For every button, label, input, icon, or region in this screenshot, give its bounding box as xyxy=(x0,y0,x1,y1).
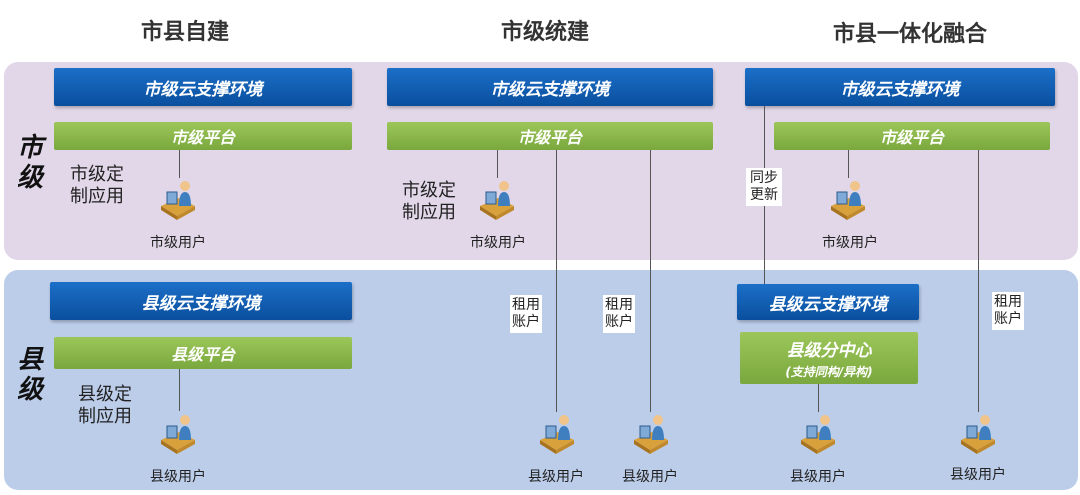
computer-user-icon xyxy=(540,415,574,454)
col2-county-user-icon-1 xyxy=(536,410,576,460)
col3-county-connector xyxy=(818,384,819,412)
col3-city-cloud: 市级云支撑环境 xyxy=(745,68,1055,106)
col2-rent-account-tag-1: 租用账户 xyxy=(510,295,542,333)
col1-county-custom-app: 县级定制应用 xyxy=(78,384,132,427)
col1-county-cloud: 县级云支撑环境 xyxy=(50,282,352,320)
col2-rent-line-2 xyxy=(650,150,651,412)
col1-county-platform: 县级平台 xyxy=(54,337,352,369)
heading-self-build: 市县自建 xyxy=(140,20,229,45)
col1-city-user-label: 市级用户 xyxy=(150,235,206,251)
col3-county-user-icon-1 xyxy=(797,410,837,460)
col2-county-user-icon-2 xyxy=(630,410,670,460)
computer-user-icon xyxy=(161,181,195,220)
computer-user-icon xyxy=(961,415,995,454)
col1-city-custom-app: 市级定制应用 xyxy=(70,164,124,207)
col2-city-user-icon xyxy=(476,176,516,226)
col2-city-cloud: 市级云支撑环境 xyxy=(387,68,713,106)
col1-county-user-icon xyxy=(157,410,197,460)
computer-user-icon xyxy=(634,415,668,454)
col1-city-platform: 市级平台 xyxy=(54,122,352,150)
heading-integration: 市县一体化融合 xyxy=(832,22,987,47)
col1-county-user-label: 县级用户 xyxy=(150,469,206,485)
col3-county-center-title: 县级分中心 xyxy=(786,341,872,361)
col3-county-user-label-1: 县级用户 xyxy=(790,469,846,485)
col2-rent-line-1 xyxy=(556,150,557,412)
computer-user-icon xyxy=(480,181,514,220)
col2-city-platform: 市级平台 xyxy=(387,122,713,150)
col1-city-connector xyxy=(179,150,180,178)
col3-city-platform: 市级平台 xyxy=(774,122,1050,150)
county-level-label: 县级 xyxy=(16,345,43,405)
col3-sync-update-tag: 同步更新 xyxy=(746,168,782,206)
col3-city-connector xyxy=(848,150,849,178)
col3-rent-account-tag: 租用账户 xyxy=(992,292,1024,330)
city-level-label: 市级 xyxy=(16,133,43,193)
col3-county-user-icon-2 xyxy=(957,410,997,460)
col3-county-user-label-2: 县级用户 xyxy=(950,467,1006,483)
col3-rent-line xyxy=(978,150,979,412)
computer-user-icon xyxy=(161,415,195,454)
col2-city-user-label: 市级用户 xyxy=(470,235,526,251)
col1-city-user-icon xyxy=(157,176,197,226)
col1-county-connector xyxy=(179,369,180,411)
heading-unified-build: 市级统建 xyxy=(500,20,589,45)
col1-city-cloud: 市级云支撑环境 xyxy=(54,68,352,106)
col3-city-user-icon xyxy=(827,176,867,226)
col2-county-user-label-2: 县级用户 xyxy=(622,469,678,485)
col2-city-custom-app: 市级定制应用 xyxy=(402,180,456,223)
computer-user-icon xyxy=(831,181,865,220)
col2-city-connector xyxy=(497,150,498,178)
col3-city-user-label: 市级用户 xyxy=(822,235,878,251)
col3-county-center-subtitle: (支持同构/异构) xyxy=(785,365,873,379)
col2-county-user-label-1: 县级用户 xyxy=(528,469,584,485)
col2-rent-account-tag-2: 租用账户 xyxy=(603,295,635,333)
col3-county-cloud: 县级云支撑环境 xyxy=(737,284,919,320)
computer-user-icon xyxy=(801,415,835,454)
col3-county-center: 县级分中心 (支持同构/异构) xyxy=(740,332,918,384)
